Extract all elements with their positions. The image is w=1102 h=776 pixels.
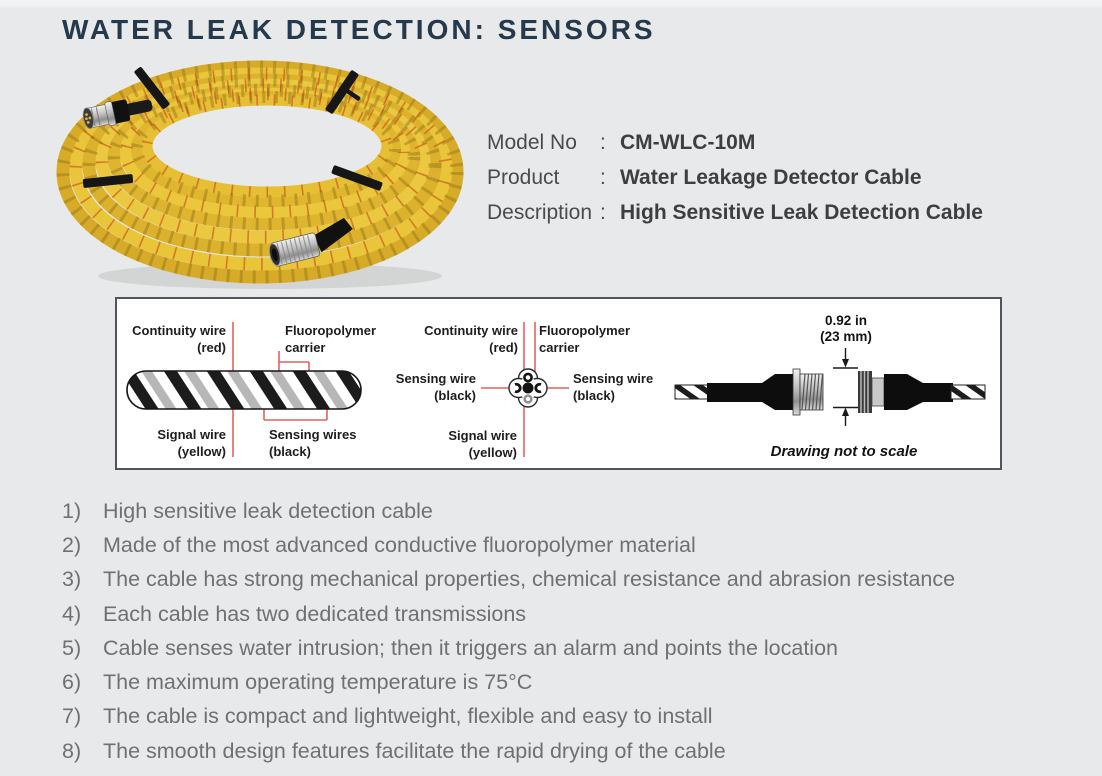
- list-item: 5) Cable senses water intrusion; then it…: [62, 631, 955, 665]
- label-signal-wire-color: (yellow): [178, 444, 226, 459]
- item-text: The maximum operating temperature is 75°…: [103, 670, 533, 695]
- twisted-cable-drawing: [126, 370, 362, 410]
- list-item: 8) The smooth design features facilitate…: [62, 734, 955, 768]
- info-label: Product: [487, 165, 560, 189]
- coil-twist-texture: [56, 60, 464, 284]
- connector-drawing: [674, 368, 986, 416]
- label-cs-signal-color: (yellow): [469, 445, 517, 460]
- zip-ties: [82, 67, 383, 191]
- not-to-scale-note: Drawing not to scale: [771, 443, 918, 460]
- dimension-inches: 0.92 in: [825, 313, 867, 328]
- item-number: 5): [62, 635, 82, 660]
- carrier-ring: [523, 394, 533, 404]
- label-signal-wire: Signal wire: [157, 427, 226, 442]
- list-item: 6) The maximum operating temperature is …: [62, 665, 955, 699]
- product-description: High Sensitive Leak Detection Cable: [620, 200, 983, 224]
- label-continuity-wire-color: (red): [197, 340, 226, 355]
- feature-list: 1) High sensitive leak detection cable 2…: [62, 494, 955, 768]
- signal-wire-core: [522, 382, 534, 394]
- item-text: The smooth design features facilitate th…: [103, 738, 726, 763]
- list-item: 4) Each cable has two dedicated transmis…: [62, 597, 955, 631]
- item-text: The cable has strong mechanical properti…: [103, 567, 956, 592]
- info-row-model: Model No : CM-WLC-10M: [487, 126, 983, 161]
- item-text: Made of the most advanced conductive flu…: [103, 532, 696, 557]
- female-connector: [269, 217, 353, 267]
- dimension-arrow-down: [842, 359, 849, 368]
- continuity-wire-ring: [523, 372, 533, 383]
- item-number: 6): [62, 670, 82, 695]
- list-item: 2) Made of the most advanced conductive …: [62, 528, 955, 562]
- label-cs-sensing-right: Sensing wire: [573, 371, 653, 386]
- cable-diagram-box: Continuity wire (red) Fluoropolymer carr…: [115, 297, 1002, 470]
- leader-lines: [232, 322, 569, 457]
- label-cs-continuity: Continuity wire: [424, 323, 518, 338]
- model-number: CM-WLC-10M: [620, 131, 756, 154]
- cable-cross-section: [508, 368, 548, 408]
- item-text: High sensitive leak detection cable: [103, 498, 433, 523]
- label-cs-fluoropolymer: Fluoropolymer: [539, 323, 630, 338]
- dimension-millimeters: (23 mm): [820, 329, 872, 344]
- info-colon: :: [600, 200, 606, 224]
- male-connector: [82, 99, 153, 130]
- label-cs-signal: Signal wire: [448, 428, 517, 443]
- product-info: Model No : CM-WLC-10M Product : Water Le…: [487, 126, 983, 230]
- list-item: 3) The cable has strong mechanical prope…: [62, 563, 955, 597]
- item-text: Cable senses water intrusion; then it tr…: [103, 635, 838, 660]
- list-item: 1) High sensitive leak detection cable: [62, 494, 955, 528]
- info-label: Description: [487, 200, 593, 224]
- label-fluoropolymer: Fluoropolymer: [285, 323, 376, 338]
- dimension-arrow-up: [842, 407, 849, 416]
- label-continuity-wire: Continuity wire: [132, 323, 226, 338]
- item-text: Each cable has two dedicated transmissio…: [103, 601, 527, 626]
- item-number: 2): [62, 532, 82, 557]
- label-cs-continuity-color: (red): [489, 340, 518, 355]
- label-cs-sensing-left-color: (black): [434, 388, 476, 403]
- product-photo: [55, 48, 465, 296]
- connector-pin-face: [82, 107, 94, 130]
- info-row-product: Product : Water Leakage Detector Cable: [487, 161, 983, 196]
- label-sensing-wires: Sensing wires: [269, 427, 356, 442]
- item-number: 1): [62, 498, 82, 523]
- label-sensing-wires-color: (black): [269, 444, 311, 459]
- info-colon: :: [600, 165, 606, 189]
- info-colon: :: [600, 131, 606, 154]
- label-cs-sensing-right-color: (black): [573, 388, 615, 403]
- label-cs-sensing-left: Sensing wire: [396, 371, 476, 386]
- item-number: 8): [62, 738, 82, 763]
- item-number: 4): [62, 601, 82, 626]
- item-number: 3): [62, 567, 82, 592]
- info-label: Model No: [487, 131, 577, 154]
- list-item: 7) The cable is compact and lightweight,…: [62, 700, 955, 734]
- cable-diagram: Continuity wire (red) Fluoropolymer carr…: [126, 313, 986, 460]
- sensing-wire-left: [514, 382, 522, 394]
- product-name: Water Leakage Detector Cable: [620, 165, 922, 189]
- label-cs-fluoropolymer-carrier: carrier: [539, 340, 579, 355]
- info-row-description: Description : High Sensitive Leak Detect…: [487, 196, 983, 231]
- cable-coil-illustration: [56, 60, 464, 289]
- diagram-labels: Continuity wire (red) Fluoropolymer carr…: [132, 313, 917, 460]
- sensing-wire-right: [534, 382, 542, 394]
- page-title: WATER LEAK DETECTION: SENSORS: [62, 14, 656, 45]
- item-number: 7): [62, 704, 82, 729]
- dimension-callout: [833, 348, 858, 426]
- item-text: The cable is compact and lightweight, fl…: [103, 704, 713, 729]
- label-fluoropolymer-carrier: carrier: [285, 340, 325, 355]
- coil-red-tracer: [69, 67, 453, 271]
